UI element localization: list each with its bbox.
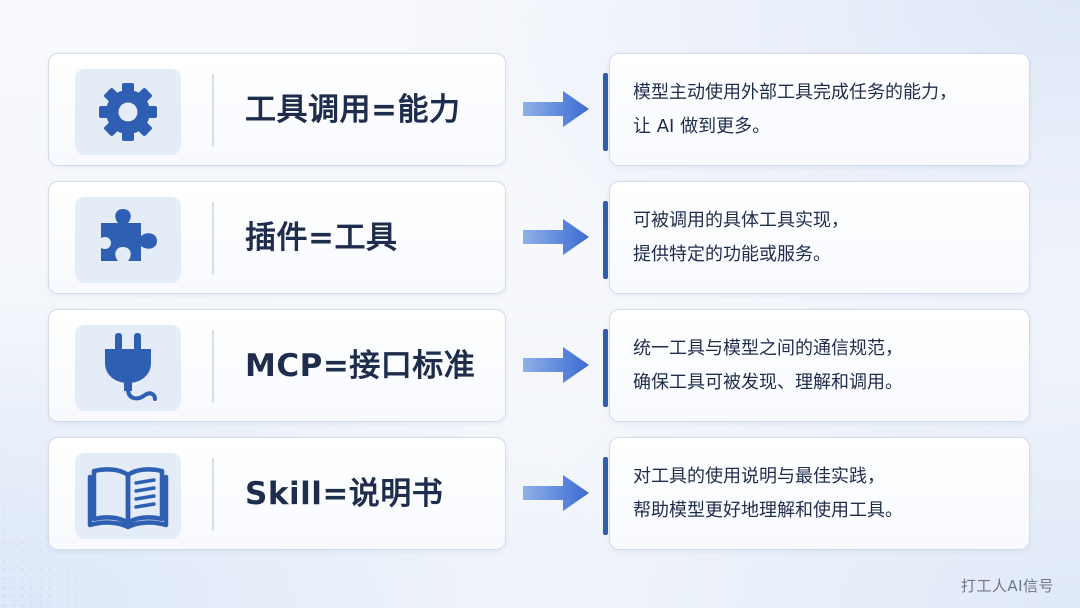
- concept-label: 插件=工具: [245, 220, 398, 256]
- description-line: 确保工具可被发现、理解和调用。: [633, 372, 903, 393]
- arrow-right-icon: [523, 219, 589, 255]
- arrow-right-icon: [523, 91, 589, 127]
- description-line: 提供特定的功能或服务。: [633, 244, 831, 265]
- open-book-icon: [87, 467, 169, 530]
- description-card: 对工具的使用说明与最佳实践， 帮助模型更好地理解和使用工具。: [609, 437, 1030, 550]
- accent-bar: [603, 329, 608, 407]
- icon-tile: [75, 69, 181, 155]
- concept-row-skill: Skill=说明书 对工具的使用说明与最佳实践， 帮助模型更好地理解和使用工具。: [0, 437, 1080, 552]
- concept-card: Skill=说明书: [48, 437, 506, 550]
- concept-row-plugin: 插件=工具 可被调用的具体工具实现， 提供特定的功能或服务。: [0, 181, 1080, 296]
- arrow-right-icon: [523, 475, 589, 511]
- concept-card: 插件=工具: [48, 181, 506, 294]
- icon-tile: [75, 197, 181, 283]
- description-text: 模型主动使用外部工具完成任务的能力， 让 AI 做到更多。: [633, 76, 957, 144]
- card-divider: [212, 74, 214, 147]
- description-text: 可被调用的具体工具实现， 提供特定的功能或服务。: [633, 204, 849, 272]
- concept-card: MCP=接口标准: [48, 309, 506, 422]
- accent-bar: [603, 201, 608, 279]
- concept-label: MCP=接口标准: [245, 348, 476, 384]
- description-card: 统一工具与模型之间的通信规范， 确保工具可被发现、理解和调用。: [609, 309, 1030, 422]
- description-line: 对工具的使用说明与最佳实践，: [633, 466, 885, 487]
- description-text: 对工具的使用说明与最佳实践， 帮助模型更好地理解和使用工具。: [633, 460, 903, 528]
- description-line: 帮助模型更好地理解和使用工具。: [633, 500, 903, 521]
- watermark: 打工人AI信号: [960, 577, 1054, 595]
- description-line: 统一工具与模型之间的通信规范，: [633, 338, 903, 359]
- card-divider: [212, 458, 214, 531]
- concept-row-mcp: MCP=接口标准 统一工具与模型之间的通信规范， 确保工具可被发现、理解和调用。: [0, 309, 1080, 424]
- card-divider: [212, 330, 214, 403]
- accent-bar: [603, 457, 608, 535]
- puzzle-piece-icon: [101, 209, 157, 261]
- description-card: 可被调用的具体工具实现， 提供特定的功能或服务。: [609, 181, 1030, 294]
- description-line: 模型主动使用外部工具完成任务的能力，: [633, 82, 957, 103]
- card-divider: [212, 202, 214, 275]
- concept-label: 工具调用=能力: [245, 92, 461, 128]
- plug-icon: [105, 333, 157, 401]
- concept-row-tool-calling: 工具调用=能力 模型主动使用外部工具完成任务的能力， 让 AI 做到更多。: [0, 53, 1080, 168]
- gear-icon: [99, 83, 157, 141]
- icon-tile: [75, 325, 181, 411]
- concept-label: Skill=说明书: [245, 476, 444, 512]
- concept-card: 工具调用=能力: [48, 53, 506, 166]
- icon-tile: [75, 453, 181, 539]
- description-line: 可被调用的具体工具实现，: [633, 210, 849, 231]
- description-text: 统一工具与模型之间的通信规范， 确保工具可被发现、理解和调用。: [633, 332, 903, 400]
- arrow-right-icon: [523, 347, 589, 383]
- description-card: 模型主动使用外部工具完成任务的能力， 让 AI 做到更多。: [609, 53, 1030, 166]
- description-line: 让 AI 做到更多。: [633, 116, 771, 137]
- accent-bar: [603, 73, 608, 151]
